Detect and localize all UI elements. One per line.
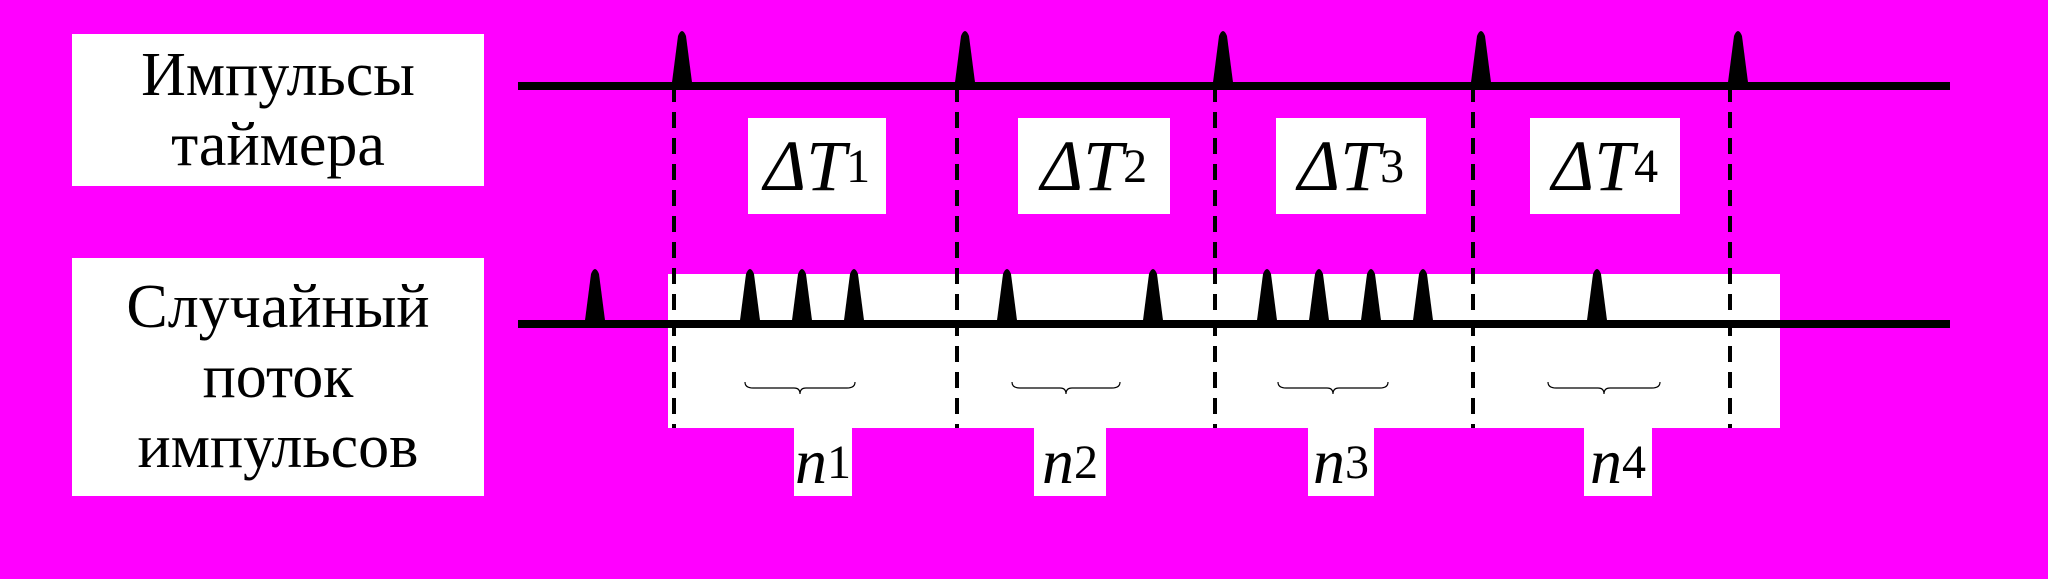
random-pulse-10 [1412,269,1434,328]
timer-pulse-1 [671,31,693,90]
random-pulse-6 [1142,269,1164,328]
timer-pulses-label: Импульсы таймера [72,34,484,186]
random-pulse-9 [1360,269,1382,328]
random-pulse-4 [843,269,865,328]
stream-white-band [668,274,1780,428]
random-pulse-8 [1308,269,1330,328]
random-pulse-1 [584,269,606,328]
timer-label-line-2: таймера [171,111,385,179]
timer-pulse-4 [1470,31,1492,90]
random-pulse-3 [791,269,813,328]
count-brace-3 [1277,381,1389,395]
count-brace-1 [744,381,856,395]
stream-label-line-1: Случайный [126,273,430,341]
interval-markers [672,86,1732,428]
timer-pulse-2 [954,31,976,90]
pulses-layer [584,31,1749,328]
random-pulse-5 [996,269,1018,328]
timer-label-line-1: Импульсы [141,41,415,109]
count-brace-4 [1547,381,1661,395]
stream-label-line-3: импульсов [137,413,419,481]
braces-layer [744,381,1661,395]
count-brace-2 [1011,381,1121,395]
stream-label-line-2: поток [202,343,354,411]
timer-pulse-5 [1727,31,1749,90]
random-pulse-11 [1586,269,1608,328]
random-pulse-7 [1256,269,1278,328]
random-stream-label: Случайный поток импульсов [72,258,484,496]
random-pulse-2 [739,269,761,328]
timer-pulse-3 [1212,31,1234,90]
